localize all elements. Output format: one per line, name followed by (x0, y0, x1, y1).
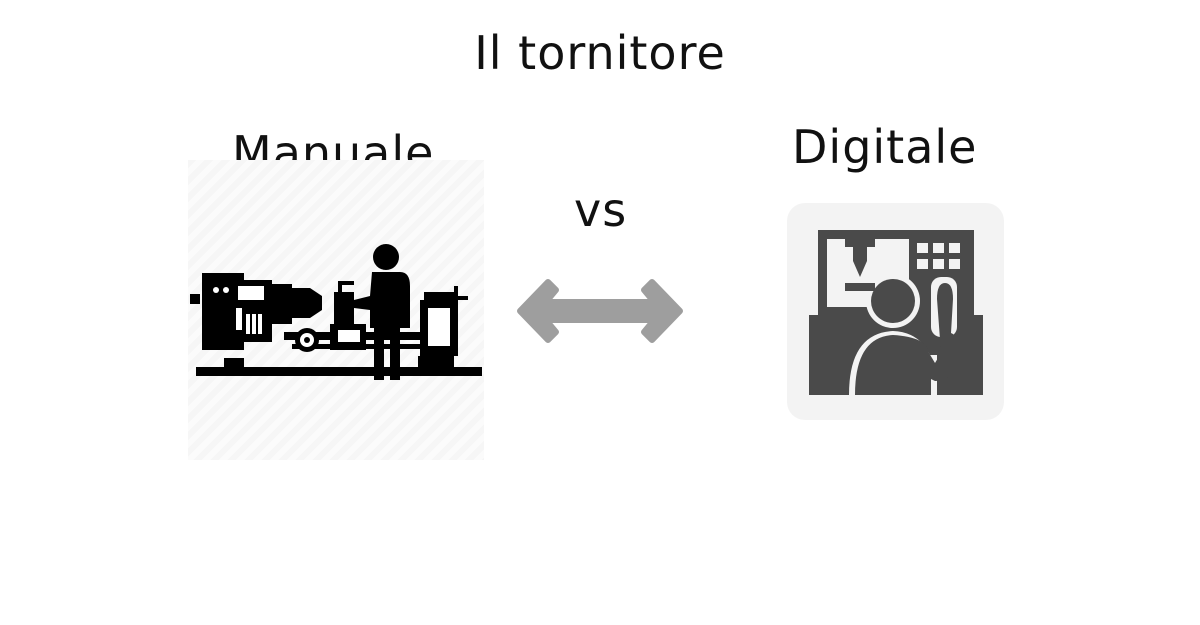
digital-cnc-illustration (787, 203, 1004, 420)
manual-lathe-illustration (188, 160, 484, 460)
double-arrow-icon (517, 279, 683, 343)
page-title: Il tornitore (474, 26, 726, 80)
digital-label: Digitale (792, 120, 978, 174)
vs-label: vs (574, 183, 628, 237)
manual-lathe-operator-icon (190, 244, 482, 380)
cnc-machine-operator-icon (809, 230, 983, 395)
double-arrow (512, 276, 688, 346)
